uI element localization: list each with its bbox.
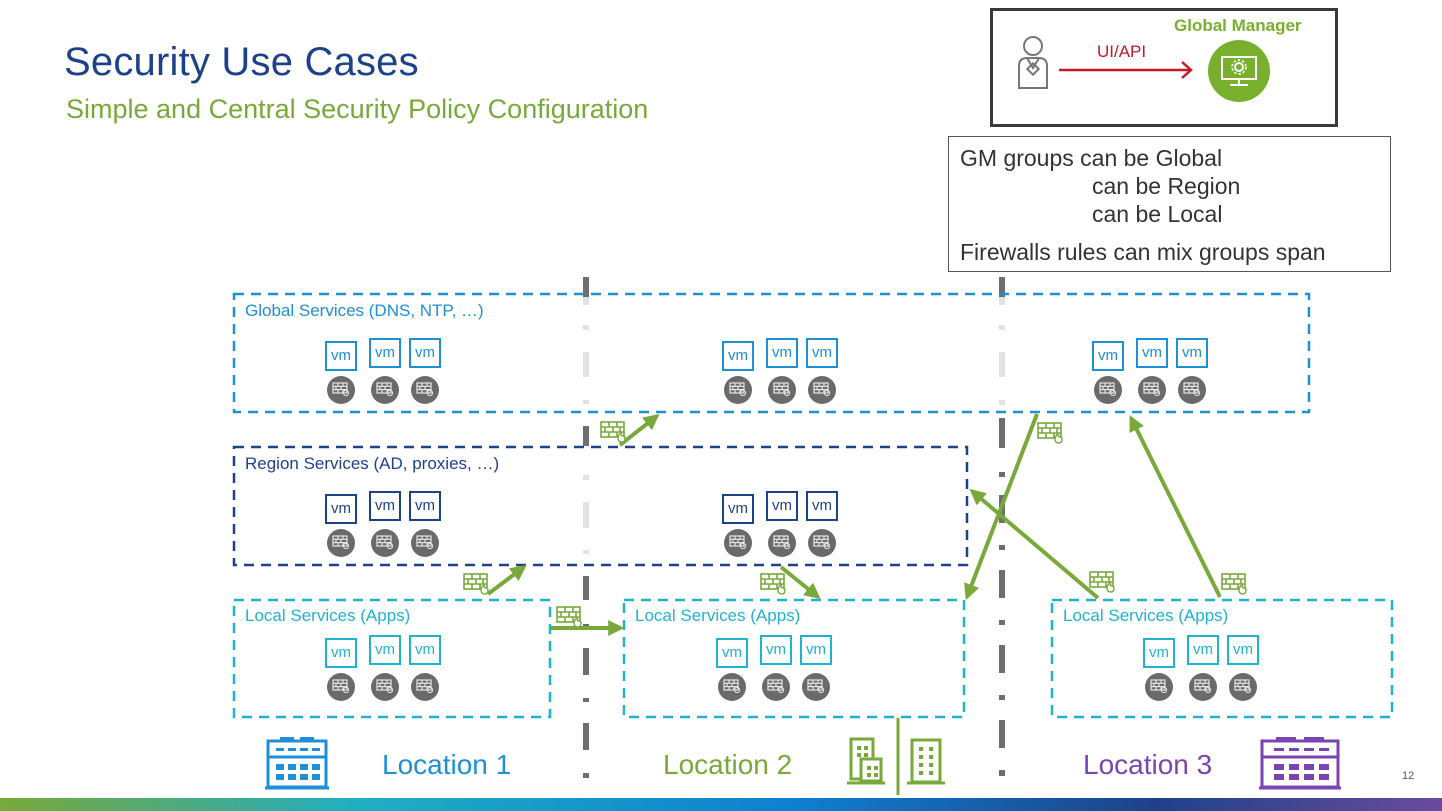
firewall-rule-icon xyxy=(1089,571,1115,593)
firewall-rule-icon xyxy=(1037,422,1063,444)
arrow-local1-to-region xyxy=(486,565,527,596)
vm-box: vm xyxy=(369,635,401,665)
info-box: GM groups can be Global can be Region ca… xyxy=(948,136,1391,272)
firewall-icon xyxy=(1094,376,1122,404)
ui-api-label: UI/API xyxy=(1097,42,1147,61)
info-line-region: can be Region xyxy=(1092,173,1241,199)
vm-box: vm xyxy=(806,491,838,521)
local-services-box-1 xyxy=(232,598,552,719)
vm-box: vm xyxy=(409,338,441,368)
firewall-rule-icon xyxy=(556,606,582,628)
vm-box: vm xyxy=(1136,338,1168,368)
brand-gradient-bar xyxy=(0,798,1442,811)
arrow-global-to-local2 xyxy=(964,413,1039,600)
vm-box: vm xyxy=(806,338,838,368)
slide-title: Security Use Cases xyxy=(64,40,419,84)
vm-box: vm xyxy=(722,494,754,524)
arrow-local3-to-region xyxy=(969,488,1100,600)
arrow-region-to-local2 xyxy=(779,565,821,600)
firewall-icon xyxy=(768,376,796,404)
region-services-box xyxy=(232,445,969,567)
firewall-icon xyxy=(411,376,439,404)
vm-box: vm xyxy=(1176,338,1208,368)
slide-subtitle: Simple and Central Security Policy Confi… xyxy=(66,94,649,124)
local-services-label-2: Local Services (Apps) xyxy=(635,606,801,625)
global-manager-label: Global Manager xyxy=(1174,16,1302,35)
vm-box: vm xyxy=(325,638,357,668)
firewall-icon xyxy=(724,529,752,557)
vm-box: vm xyxy=(722,341,754,371)
firewall-icon xyxy=(808,529,836,557)
location-1-label: Location 1 xyxy=(382,749,512,780)
firewall-rule-icon xyxy=(600,421,626,443)
info-line-firewall: Firewalls rules can mix groups span xyxy=(960,239,1326,265)
vm-box: vm xyxy=(716,638,748,668)
vm-box: vm xyxy=(800,635,832,665)
firewall-rule-icon xyxy=(1221,573,1247,595)
datacenter-icon xyxy=(265,737,329,790)
datacenter-icon xyxy=(1259,737,1341,790)
vm-box: vm xyxy=(325,341,357,371)
firewall-icon xyxy=(327,673,355,701)
firewall-icon xyxy=(411,673,439,701)
firewall-icon xyxy=(411,529,439,557)
local-services-label-1: Local Services (Apps) xyxy=(245,606,411,625)
vm-box: vm xyxy=(1092,341,1124,371)
vm-box: vm xyxy=(760,635,792,665)
firewall-icon xyxy=(327,376,355,404)
local-services-box-3 xyxy=(1050,598,1394,719)
vm-box: vm xyxy=(369,338,401,368)
firewall-icon xyxy=(808,376,836,404)
vm-box: vm xyxy=(1143,638,1175,668)
firewall-icon xyxy=(1178,376,1206,404)
firewall-icon xyxy=(1229,673,1257,701)
firewall-icon xyxy=(371,529,399,557)
local-services-label-3: Local Services (Apps) xyxy=(1063,606,1229,625)
firewall-icon xyxy=(718,673,746,701)
firewall-icon xyxy=(802,673,830,701)
firewall-icon xyxy=(371,376,399,404)
vm-box: vm xyxy=(369,491,401,521)
info-line-global: GM groups can be Global xyxy=(960,145,1223,171)
global-services-label: Global Services (DNS, NTP, …) xyxy=(245,301,484,320)
firewall-icon xyxy=(762,673,790,701)
firewall-icon xyxy=(1138,376,1166,404)
vm-box: vm xyxy=(1227,635,1259,665)
info-line-local: can be Local xyxy=(1092,201,1223,227)
firewall-icon xyxy=(371,673,399,701)
firewall-icon xyxy=(327,529,355,557)
buildings-icon xyxy=(847,737,945,785)
vm-box: vm xyxy=(1187,635,1219,665)
firewall-icon xyxy=(724,376,752,404)
firewall-icon xyxy=(1145,673,1173,701)
ui-api-arrow xyxy=(1059,61,1193,79)
user-icon xyxy=(1018,36,1048,89)
location-2-label: Location 2 xyxy=(663,749,793,780)
firewall-icon xyxy=(1189,673,1217,701)
arrow-region-to-global xyxy=(618,414,660,447)
firewall-icon xyxy=(768,529,796,557)
vm-box: vm xyxy=(325,494,357,524)
vm-box: vm xyxy=(409,491,441,521)
monitor-gear-icon xyxy=(1208,40,1270,102)
page-number: 12 xyxy=(1402,770,1415,782)
region-services-label: Region Services (AD, proxies, …) xyxy=(245,454,500,473)
firewall-rule-icon xyxy=(463,573,489,595)
arrow-local3-to-global xyxy=(1129,415,1222,598)
vm-box: vm xyxy=(409,635,441,665)
firewall-rule-icon xyxy=(760,573,786,595)
location-3-label: Location 3 xyxy=(1083,749,1213,780)
vm-box: vm xyxy=(766,338,798,368)
local-services-box-2 xyxy=(622,598,966,719)
vm-box: vm xyxy=(766,491,798,521)
